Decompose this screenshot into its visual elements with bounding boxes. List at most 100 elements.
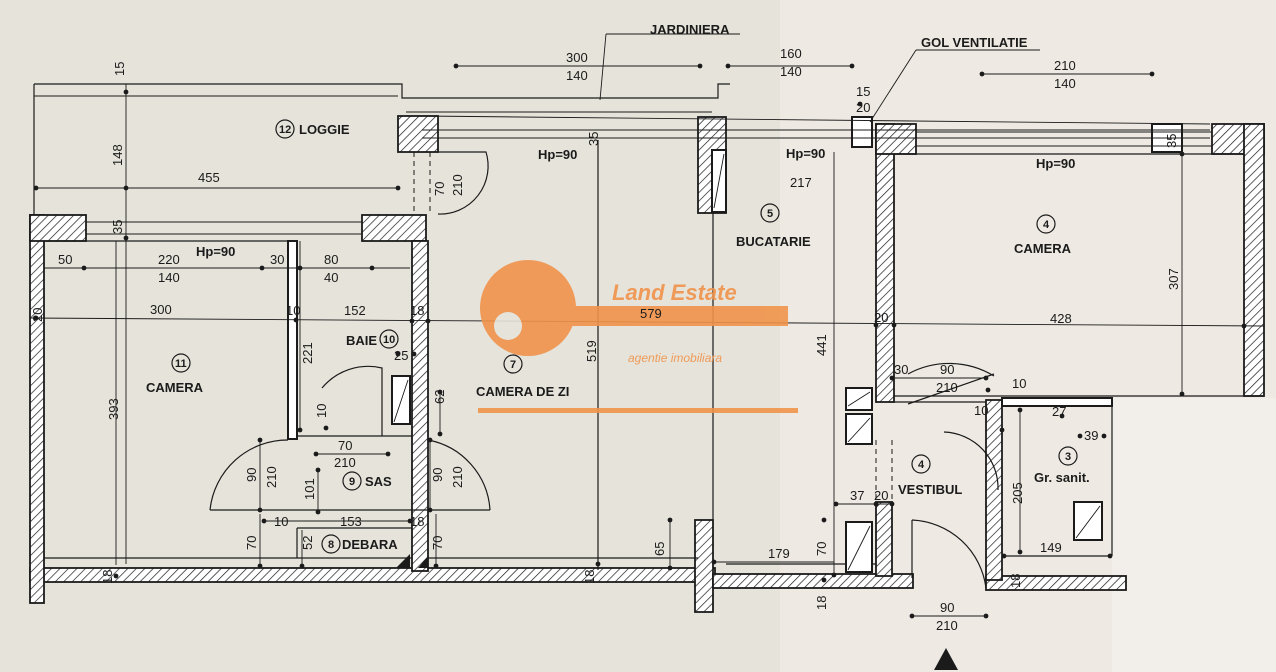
dim-148: 148: [110, 144, 125, 166]
room-number-8: 8: [328, 539, 334, 551]
hp-kitchen-label: Hp=90: [786, 146, 825, 161]
room-name-vestibul: VESTIBUL: [898, 482, 962, 497]
dim-393: 393: [106, 398, 121, 420]
room-names: LOGGIE CAMERA BAIE SAS DEBARA CAMERA DE …: [146, 122, 1090, 552]
gol-ventilatie-label: GOL VENTILATIE: [921, 35, 1028, 50]
dim-441: 441: [814, 334, 829, 356]
dim-519: 519: [584, 340, 599, 362]
dim-18-e: 18: [814, 596, 829, 610]
dim-50: 50: [58, 252, 72, 267]
dim-140-room: 140: [158, 270, 180, 285]
dim-10-e: 10: [974, 403, 988, 418]
dim-18-b: 18: [410, 514, 424, 529]
dim-18-d: 18: [582, 570, 597, 584]
room-number-4b: 4: [918, 459, 925, 471]
dim-35-left: 35: [110, 220, 125, 234]
dim-153: 153: [340, 514, 362, 529]
dim-205: 205: [1010, 482, 1025, 504]
room-name-camera-de-zi: CAMERA DE ZI: [476, 384, 569, 399]
dim-307: 307: [1166, 268, 1181, 290]
dim-90-v: 90: [940, 362, 954, 377]
room-name-bucatarie: BUCATARIE: [736, 234, 811, 249]
dim-140-top: 140: [566, 68, 588, 83]
dim-15-left: 15: [112, 62, 127, 76]
room-name-debara: DEBARA: [342, 537, 398, 552]
dim-210-r: 210: [450, 466, 465, 488]
dim-70-r: 70: [430, 536, 445, 550]
dim-18-a: 18: [410, 303, 424, 318]
dim-70-door: 70: [432, 182, 447, 196]
jardiniera-label: JARDINIERA: [650, 22, 730, 37]
dim-101: 101: [302, 478, 317, 500]
dim-210-sas: 210: [334, 455, 356, 470]
dim-300-room: 300: [150, 302, 172, 317]
dim-15-vent: 15: [856, 84, 870, 99]
dim-149: 149: [1040, 540, 1062, 555]
dim-90-l: 90: [244, 468, 259, 482]
hp-living-label: Hp=90: [538, 147, 577, 162]
doors: [209, 151, 999, 589]
dim-160: 160: [780, 46, 802, 61]
dim-35-right: 35: [1164, 134, 1179, 148]
dim-20-left: 20: [30, 308, 45, 322]
dim-10-b: 10: [314, 404, 329, 418]
dim-80: 80: [324, 252, 338, 267]
room-number-12: 12: [279, 124, 291, 136]
room-name-camera-11: CAMERA: [146, 380, 204, 395]
room-number-4a: 4: [1043, 219, 1050, 231]
annotation-labels: JARDINIERA GOL VENTILATIE Hp=90 Hp=90 Hp…: [196, 22, 1075, 259]
walls: [29, 115, 1265, 613]
dim-428: 428: [1050, 311, 1072, 326]
dim-210-door: 210: [450, 174, 465, 196]
dim-210-l: 210: [264, 466, 279, 488]
dim-20-right: 20: [874, 310, 888, 325]
dim-18-c: 18: [100, 570, 115, 584]
room-name-gr-sanit: Gr. sanit.: [1034, 470, 1090, 485]
room-number-5: 5: [767, 208, 773, 220]
dim-300-top: 300: [566, 50, 588, 65]
room-number-9: 9: [349, 476, 355, 488]
dim-37: 37: [850, 488, 864, 503]
room-number-3: 3: [1065, 451, 1071, 463]
dim-152: 152: [344, 303, 366, 318]
watermark: Land Estate agentie imobiliara: [478, 260, 798, 413]
room-number-11: 11: [175, 358, 187, 370]
dim-27: 27: [1052, 404, 1066, 419]
dim-10-d: 10: [1012, 376, 1026, 391]
dim-20-b: 20: [874, 488, 888, 503]
outline-lines: [33, 83, 1264, 573]
dim-10-a: 10: [286, 303, 300, 318]
dim-90-bottom: 90: [940, 600, 954, 615]
dim-210-tr: 210: [1054, 58, 1076, 73]
dim-179: 179: [768, 546, 790, 561]
dim-30-b: 30: [894, 362, 908, 377]
room-name-loggie: LOGGIE: [299, 122, 350, 137]
dim-221: 221: [300, 342, 315, 364]
dim-52: 52: [300, 536, 315, 550]
watermark-subtitle: agentie imobiliara: [628, 351, 722, 365]
dim-210-bottom: 210: [936, 618, 958, 633]
dim-39: 39: [1084, 428, 1098, 443]
room-name-baie: BAIE: [346, 333, 377, 348]
dim-65: 65: [652, 542, 667, 556]
dim-30-a: 30: [270, 252, 284, 267]
dim-579: 579: [640, 306, 662, 321]
dim-140-b: 140: [780, 64, 802, 79]
dim-455: 455: [198, 170, 220, 185]
dim-210-v: 210: [936, 380, 958, 395]
hp-room4-label: Hp=90: [1036, 156, 1075, 171]
dim-10-c: 10: [274, 514, 288, 529]
dim-62: 62: [432, 390, 447, 404]
watermark-title: Land Estate: [612, 280, 737, 305]
room-numbers: 12 11 10 9 8 7 5 4 4 3: [171, 119, 1078, 554]
room-name-sas: SAS: [365, 474, 392, 489]
dim-40: 40: [324, 270, 338, 285]
dim-25: 25: [394, 348, 408, 363]
dim-70-v: 70: [814, 542, 829, 556]
dim-20-vent: 20: [856, 100, 870, 115]
paper-fold-right: [1112, 398, 1276, 672]
dimension-lines: [29, 33, 1265, 617]
dim-217: 217: [790, 175, 812, 190]
dim-18-f: 18: [1008, 574, 1023, 588]
